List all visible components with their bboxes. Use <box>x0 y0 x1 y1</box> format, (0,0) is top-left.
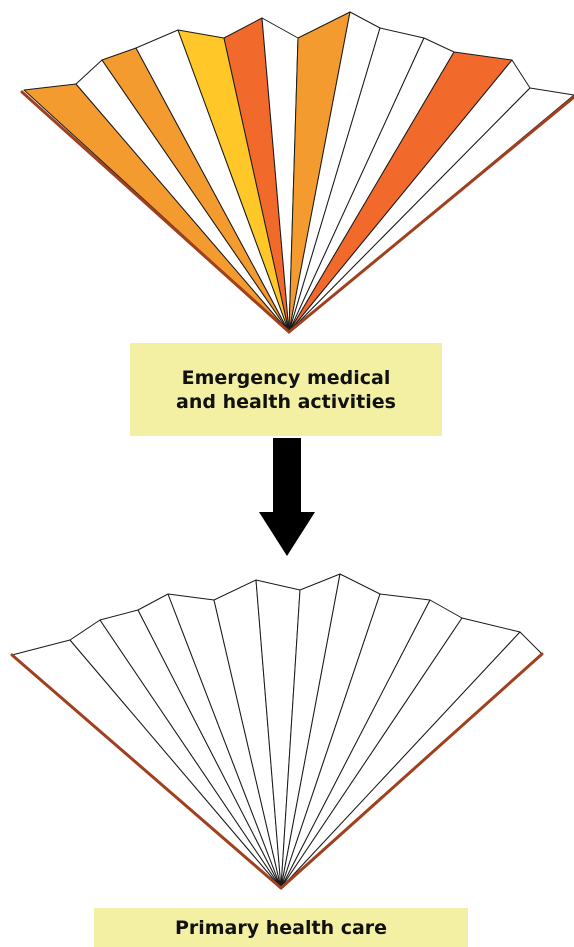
white-folding-fan <box>12 574 542 888</box>
emergency-activities-label: Emergency medical and health activities <box>130 343 442 436</box>
primary-health-care-label: Primary health care <box>94 908 468 947</box>
colored-folding-fan <box>22 12 574 332</box>
down-arrow-icon <box>259 438 315 556</box>
emergency-label-line-1: Emergency medical <box>182 366 391 390</box>
emergency-label-line-2: and health activities <box>176 390 396 414</box>
primary-label-text: Primary health care <box>175 916 387 940</box>
